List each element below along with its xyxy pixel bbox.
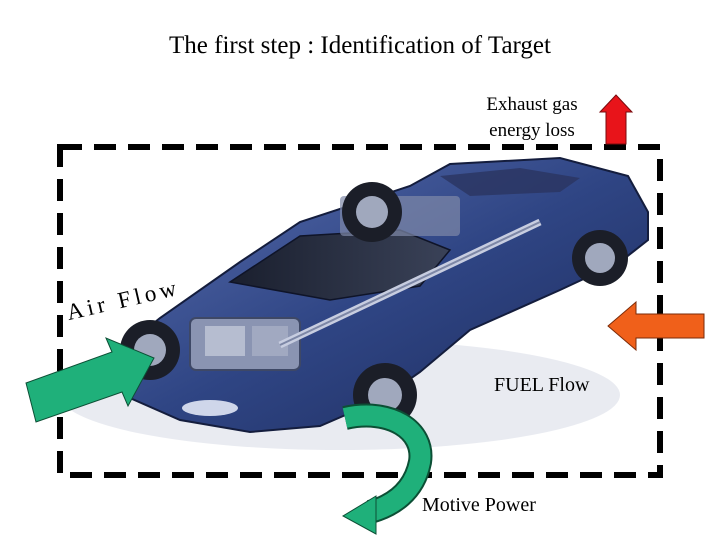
motive-power-label: Motive Power: [422, 494, 536, 516]
exhaust-arrow-icon: [598, 94, 634, 145]
fuel-flow-label: FUEL Flow: [494, 374, 590, 396]
fuel-arrow-icon: [607, 300, 705, 352]
rear-left-wheel: [342, 182, 402, 242]
air-arrow-icon: [25, 337, 155, 423]
motive-power-arrow-icon: [341, 403, 433, 535]
exhaust-label-line1: Exhaust gas: [486, 94, 578, 115]
car-cutaway-image: [60, 156, 649, 450]
exhaust-label-line2: energy loss: [489, 120, 575, 141]
exhaust-label: Exhaust gas energy loss: [462, 92, 602, 144]
rear-right-wheel: [572, 230, 628, 286]
page-title: The first step : Identification of Targe…: [169, 32, 551, 59]
system-boundary: [57, 144, 663, 478]
